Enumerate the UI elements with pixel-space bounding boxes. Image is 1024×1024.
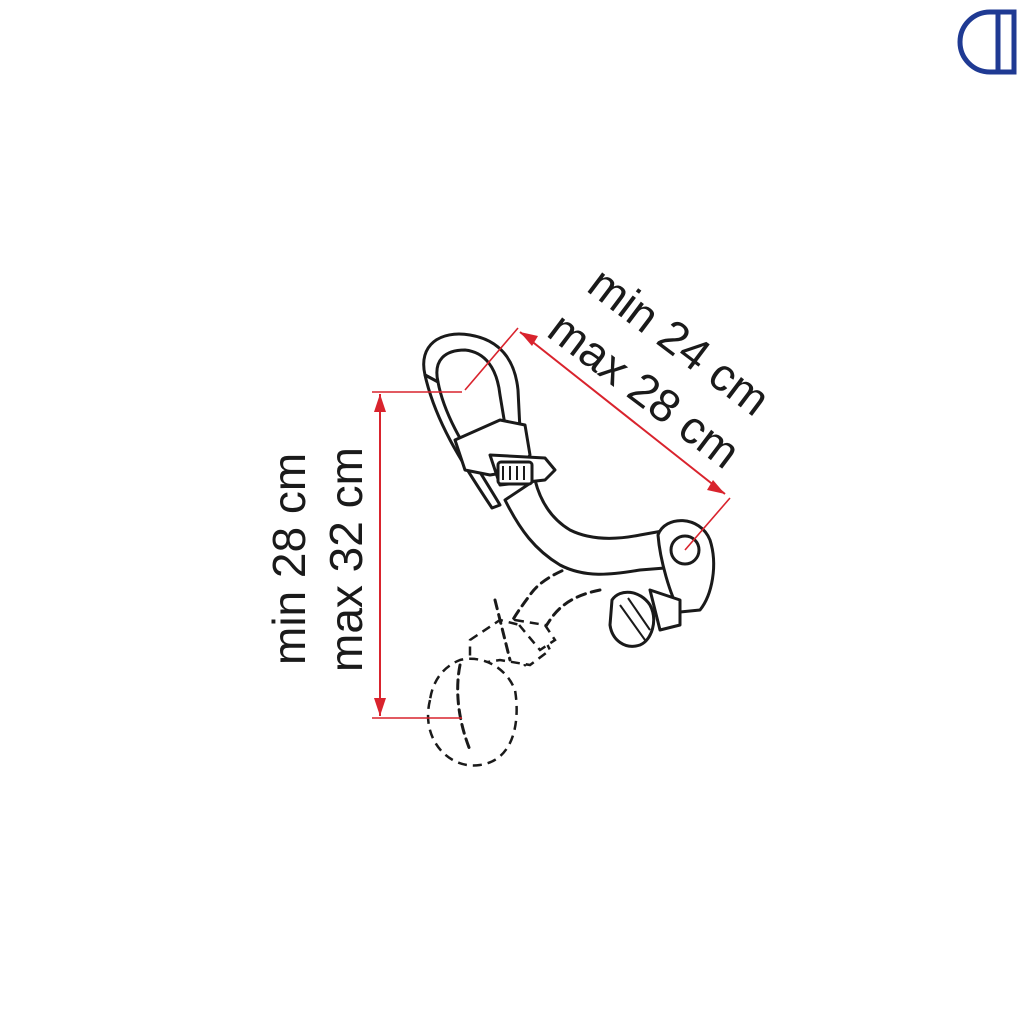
mount-clamp xyxy=(648,519,716,632)
lower-arm-ghost xyxy=(426,558,602,767)
vertical-dimension xyxy=(372,391,462,719)
vertical-max-label: max 32 cm xyxy=(320,447,372,672)
vertical-min-label: min 28 cm xyxy=(263,453,315,665)
upper-clamp xyxy=(422,332,557,510)
tightening-knob-icon xyxy=(608,590,656,648)
horizontal-dimension xyxy=(464,327,731,551)
main-arm xyxy=(503,478,670,576)
half-circle-logo-icon xyxy=(957,9,1017,75)
